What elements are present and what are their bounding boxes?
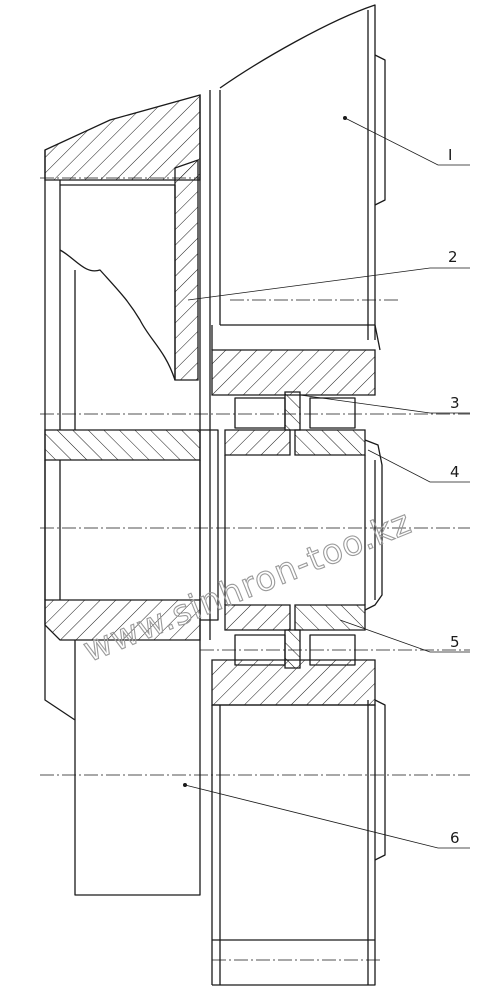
- callout-label-2: 2: [448, 248, 458, 266]
- callout-3: 3: [299, 394, 470, 414]
- watermark-text: www.sinhron-too.kz: [78, 502, 417, 670]
- callout-label-3: 3: [450, 394, 460, 412]
- callout-2: 2: [187, 248, 470, 301]
- callout-label-1: I: [448, 146, 452, 164]
- callout-label-4: 4: [450, 463, 460, 481]
- callout-1: I: [343, 116, 470, 166]
- lower-gear: [211, 699, 386, 986]
- upper-gear: [219, 4, 386, 340]
- central-shaft: [224, 439, 383, 611]
- callout-5: 5: [339, 619, 470, 653]
- callout-label-6: 6: [450, 829, 460, 847]
- housing: [44, 94, 201, 896]
- roller-bearing-lower: [224, 604, 366, 669]
- callout-label-5: 5: [450, 633, 460, 651]
- roller-bearing-upper: [224, 391, 366, 456]
- callout-4: 4: [367, 449, 470, 483]
- spacer-ring: [174, 90, 211, 640]
- bearing-housing: [211, 324, 381, 706]
- center-lines: [40, 177, 470, 961]
- callout-6: 6: [183, 783, 470, 849]
